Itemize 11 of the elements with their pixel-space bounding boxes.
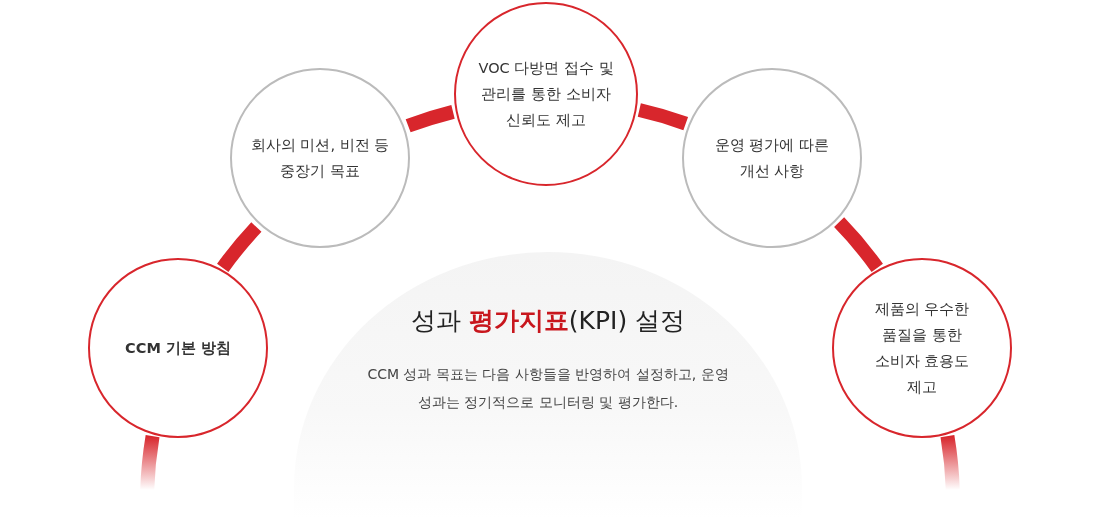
step-circle: 회사의 미션, 비전 등 중장기 목표	[230, 68, 410, 248]
ring-connector	[637, 103, 688, 131]
step-circle: VOC 다방면 접수 및 관리를 통한 소비자 신뢰도 제고	[454, 2, 638, 186]
step-circle: 운영 평가에 따른 개선 사항	[682, 68, 862, 248]
panel-title: 성과 평가지표(KPI) 설정	[409, 305, 687, 337]
ring-connector	[217, 222, 262, 272]
ring-connector	[405, 105, 455, 133]
panel-description: CCM 성과 목표는 다음 사항들을 반영하여 설정하고, 운영 성과는 정기적으로 모니터링 및 평가한다.	[366, 365, 730, 412]
step-circle: 제품의 우수한 품질을 통한 소비자 효용도 제고	[832, 258, 1012, 438]
step-circle: CCM 기본 방침	[88, 258, 268, 438]
ring-connector	[834, 217, 883, 273]
